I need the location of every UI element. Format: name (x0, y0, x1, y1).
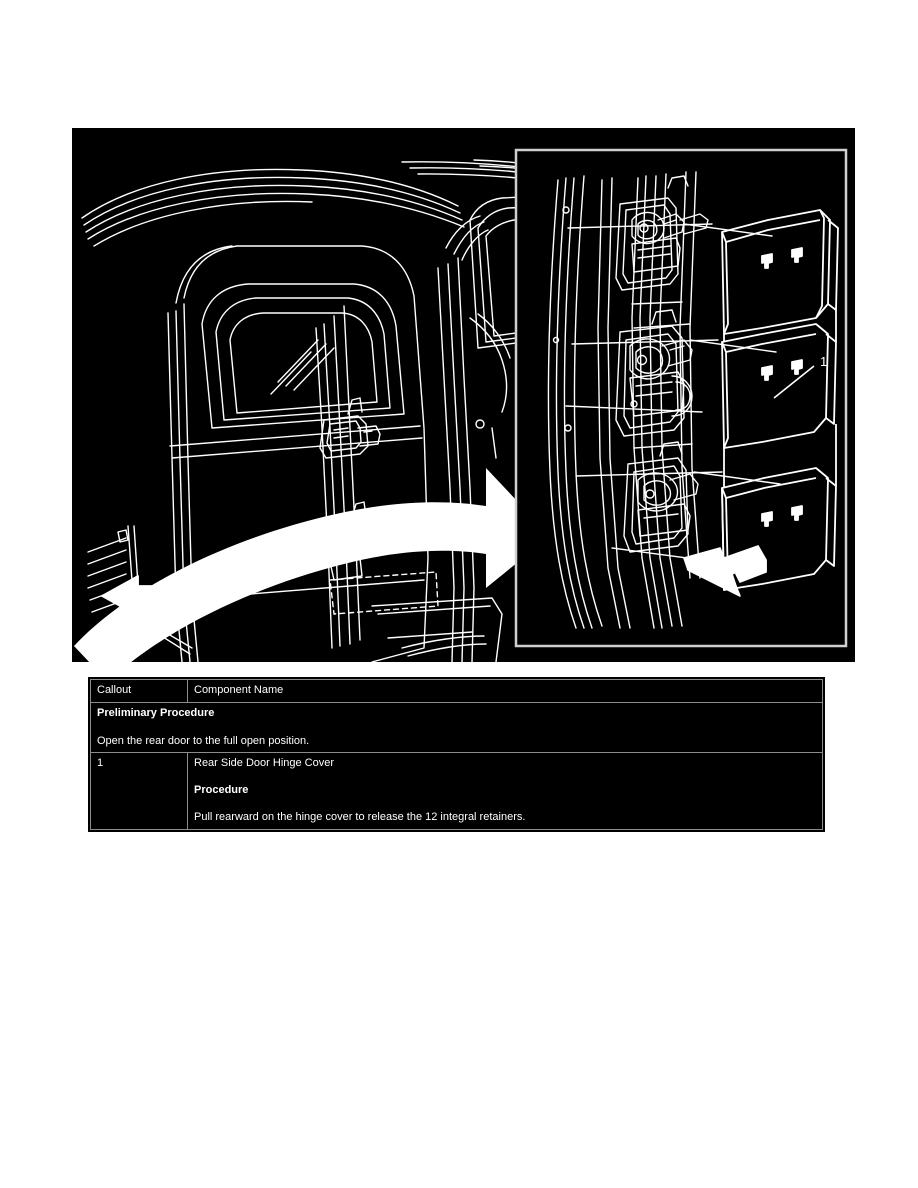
callout-table: Callout Component Name Preliminary Proce… (90, 679, 823, 830)
curved-arrow-door-swing (74, 468, 550, 662)
inset-linework (547, 171, 781, 629)
row-procedure-text: Pull rearward on the hinge cover to rele… (194, 810, 526, 823)
table-header-row: Callout Component Name (90, 679, 823, 703)
callout-number-1: 1 (820, 354, 827, 369)
preliminary-text: Open the rear door to the full open posi… (97, 734, 310, 747)
callout-leader-1 (773, 365, 815, 399)
callout-table-container: Callout Component Name Preliminary Proce… (88, 677, 825, 832)
preliminary-cell: Preliminary Procedure Open the rear door… (90, 701, 823, 754)
inset-detail-panel: 1 (514, 148, 848, 648)
row-component-name: Rear Side Door Hinge Cover (194, 757, 335, 770)
row-callout-number: 1 (90, 752, 188, 830)
header-component-name: Component Name (187, 679, 823, 703)
table-row: 1 Rear Side Door Hinge Cover Procedure P… (90, 752, 823, 830)
block-arrow-left-lower-left (101, 575, 191, 617)
illustration-panel: 1 (72, 128, 855, 662)
block-arrow-rearward-pull (683, 545, 767, 597)
row-procedure-title: Procedure (194, 784, 249, 796)
table-row-preliminary: Preliminary Procedure Open the rear door… (90, 701, 823, 754)
preliminary-title: Preliminary Procedure (97, 706, 215, 719)
header-callout: Callout (90, 679, 188, 703)
door-hinge-cover-illustration: 1 (72, 128, 855, 662)
row-component-cell: Rear Side Door Hinge Cover Procedure Pul… (187, 752, 823, 830)
